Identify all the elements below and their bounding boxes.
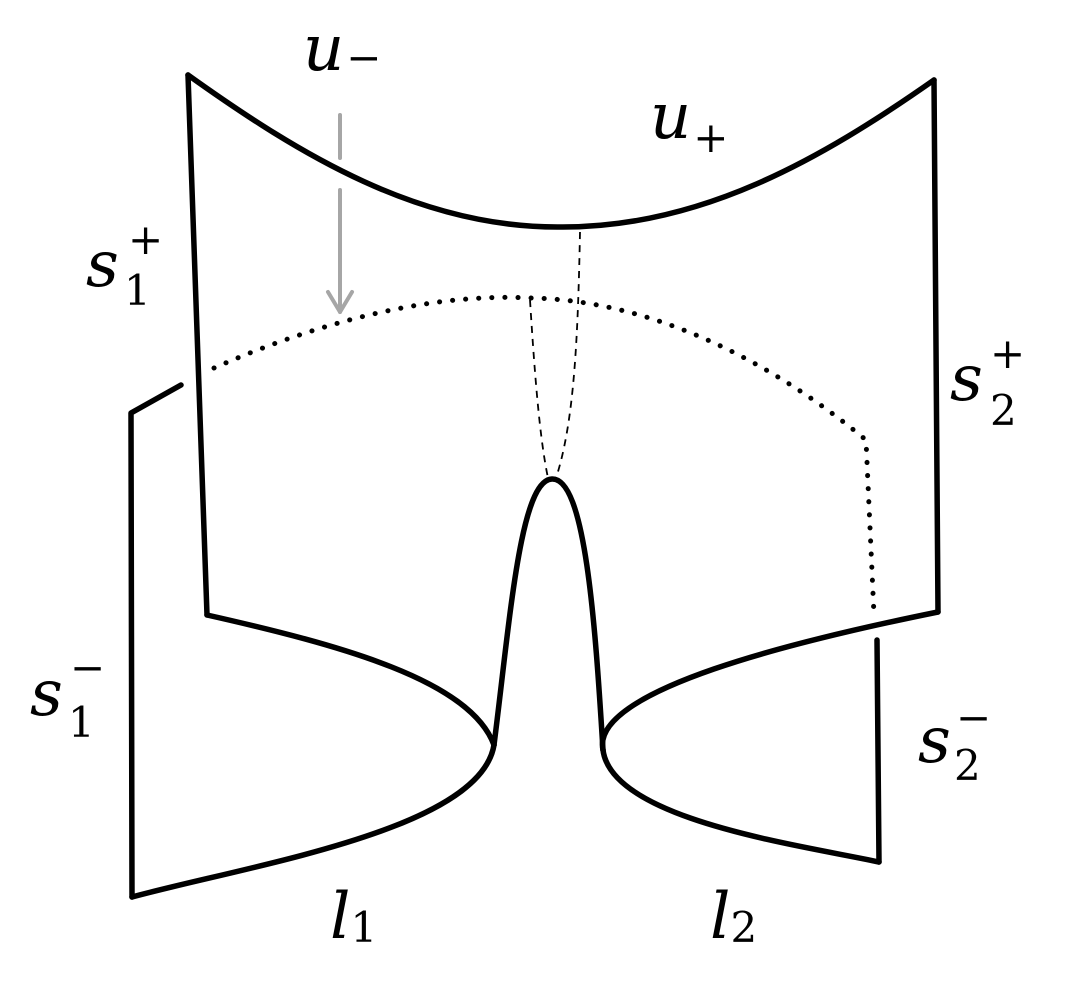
label-s1-plus-sub: 1 [124,266,151,315]
label-s1-minus-sup: − [70,643,105,692]
top-curve-u-plus [185,72,937,230]
hidden-dotted-curve [211,294,877,618]
label-l2: l2 [710,880,757,954]
label-u-plus: u+ [650,80,728,162]
label-s1-minus-sub: 1 [68,698,95,747]
right-leg-bottom-curve-l2 [600,747,882,865]
flow-arrow [326,113,354,314]
label-s2-minus: s [918,704,951,778]
right-leg-top-edge [599,609,941,753]
hidden-dashed-left [529,299,549,479]
label-s2-plus-sub: 2 [990,386,1017,435]
left-edge-s1-minus [128,382,184,900]
flow-arrow-head [326,290,354,314]
label-u-minus: u− [303,12,381,86]
central-cusp [491,476,606,753]
hidden-dashed-right [555,231,581,479]
left-edge-s1-plus [185,72,210,618]
label-s1-minus: s [30,657,63,731]
left-leg-top-edge [204,612,497,748]
label-s2-plus-sup: + [990,329,1025,378]
label-s1-plus-sup: + [128,215,163,264]
right-edge-s2-minus [874,637,882,865]
left-leg-bottom-curve-l1 [129,742,497,900]
label-s2-minus-sub: 2 [954,741,981,790]
right-edge-s2-plus [931,77,941,615]
label-s2-minus-sup: − [956,693,991,742]
label-s2-plus: s [950,342,983,416]
label-l1: l1 [330,880,377,954]
label-s1-plus: s [86,228,119,302]
